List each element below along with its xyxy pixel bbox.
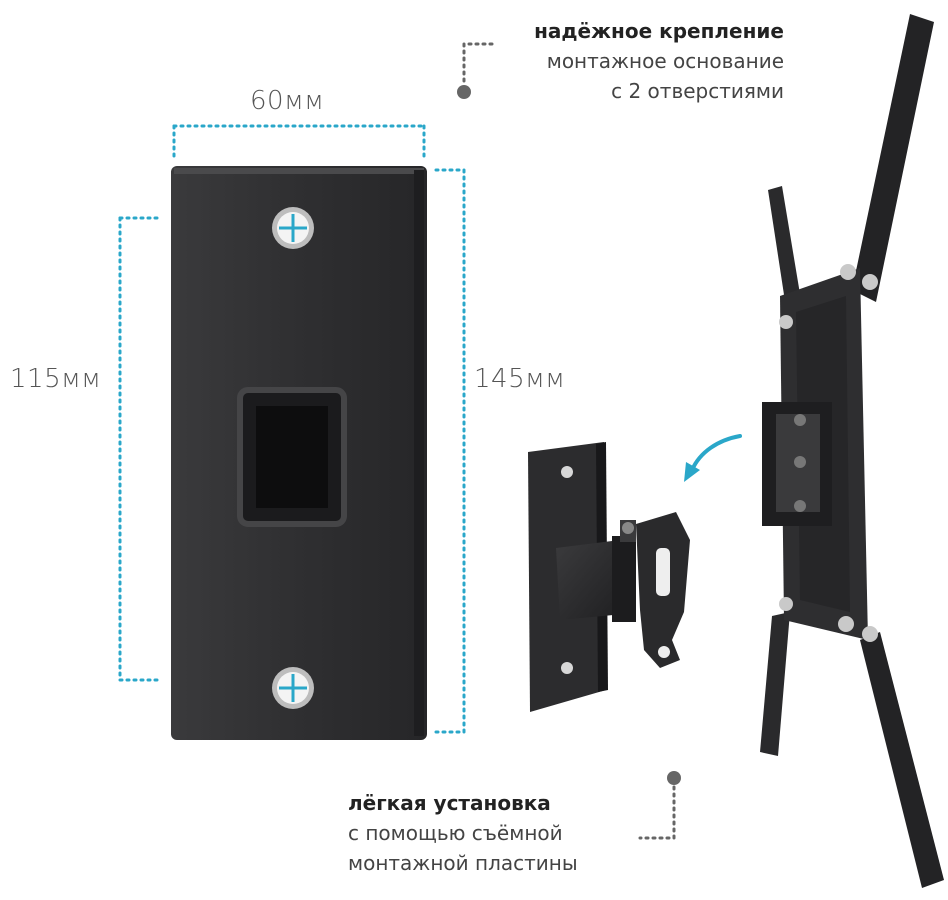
tv-mount-plate [760,14,944,888]
bottom-caption-line1: с помощью съёмной [348,821,563,845]
top-caption-line1: монтажное основание [546,49,784,73]
bottom-leader-dot [667,771,681,785]
bottom-caption-title: лёгкая установка [348,791,551,815]
width-label: 60мм [250,86,325,116]
outer-height-label: 145мм [474,364,566,394]
bottom-caption: лёгкая установка с помощью съёмной монта… [348,788,578,878]
top-caption-title: надёжное крепление [534,19,784,43]
top-caption-line2: с 2 отверстиями [611,79,784,103]
top-mounting-hole [272,207,314,249]
rotation-arrow [690,434,742,472]
bottom-mounting-hole [272,667,314,709]
bottom-caption-line2: монтажной пластины [348,851,578,875]
dimension-lines [118,124,466,734]
wall-bracket-assembly [528,442,690,712]
center-window [237,387,347,527]
inner-height-label: 115мм [10,364,102,394]
caption-leaders [462,42,676,840]
top-leader-dot [457,85,471,99]
top-caption: надёжное крепление монтажное основание с… [534,16,784,106]
wall-plate [171,166,427,740]
